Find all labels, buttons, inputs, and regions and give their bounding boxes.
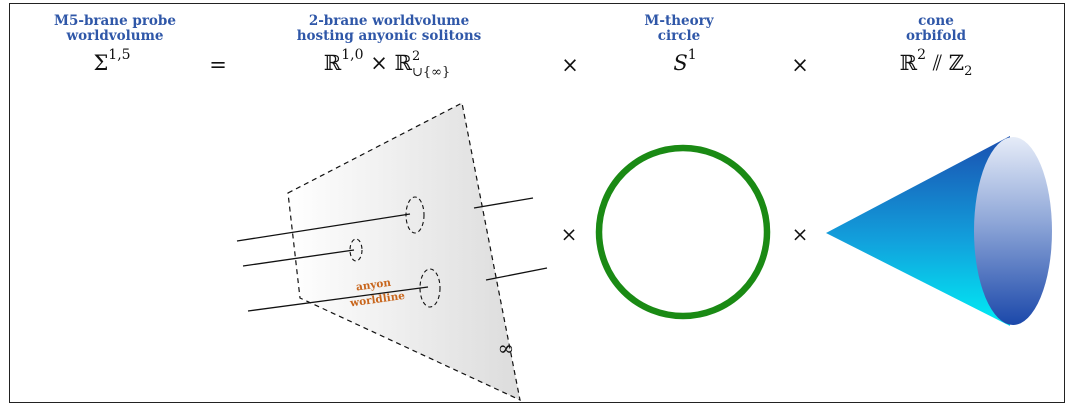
header-2-brane: 2-brane worldvolume hosting anyonic soli… (297, 14, 482, 44)
r2-subscript: ∪{∞} (411, 64, 451, 80)
header-cone-line2: orbifold (905, 28, 967, 44)
anyon-loop-3 (419, 268, 441, 308)
worldline-1 (236, 213, 411, 242)
z-symbol: ℤ (948, 51, 965, 75)
math-sigma: Σ1,5 (93, 47, 131, 75)
times-symbol: × (370, 51, 388, 75)
worldline-2 (242, 249, 355, 267)
header-cone-line1: cone (918, 13, 954, 29)
cone-r-symbol: ℝ (899, 51, 918, 75)
cone-superscript: 2 (917, 47, 926, 63)
header-2brane-line2: hosting anyonic solitons (296, 28, 482, 44)
s-symbol: S (673, 51, 688, 75)
cone-body (826, 136, 1010, 326)
sigma-symbol: Σ (93, 51, 109, 75)
r10-superscript: 1,0 (341, 47, 364, 63)
header-m-theory: M-theory circle (644, 14, 713, 44)
anyon-label-line1: anyon (355, 277, 392, 294)
diagram-times-2: × (792, 222, 809, 246)
times-sign-1: × (561, 53, 579, 77)
times-sign-2: × (791, 53, 809, 77)
header-m5-line1: M5-brane probe (54, 13, 176, 29)
z-subscript: 2 (964, 64, 973, 80)
m-theory-circle (595, 144, 771, 320)
anyon-loop-2 (349, 238, 363, 262)
header-2brane-line1: 2-brane worldvolume (308, 13, 470, 29)
equals-sign: = (209, 53, 227, 77)
brane-plane (287, 102, 521, 402)
r2-superscript: 2 (411, 48, 421, 64)
math-cone: ℝ2 ⫽ ℤ2 (899, 47, 973, 80)
diagram-times-1: × (561, 222, 578, 246)
quotient-symbol: ⫽ (932, 51, 943, 75)
anyon-loop-1 (405, 196, 425, 234)
header-m5-brane: M5-brane probe worldvolume (54, 14, 176, 44)
cone-base (974, 137, 1052, 325)
worldline-3-continued (485, 267, 548, 281)
worldline-3 (247, 286, 429, 312)
sigma-superscript: 1,5 (108, 47, 131, 63)
header-mtheory-line2: circle (657, 28, 701, 44)
math-circle: S1 (673, 47, 697, 75)
r-symbol-2: ℝ (394, 51, 412, 75)
header-m5-line2: worldvolume (66, 28, 164, 44)
header-mtheory-line1: M-theory (644, 13, 714, 29)
infinity-label: ∞ (498, 336, 515, 360)
header-cone-orbifold: cone orbifold (906, 14, 966, 44)
s-superscript: 1 (687, 47, 697, 63)
r-symbol: ℝ (323, 51, 342, 75)
worldline-1-continued (473, 197, 534, 209)
